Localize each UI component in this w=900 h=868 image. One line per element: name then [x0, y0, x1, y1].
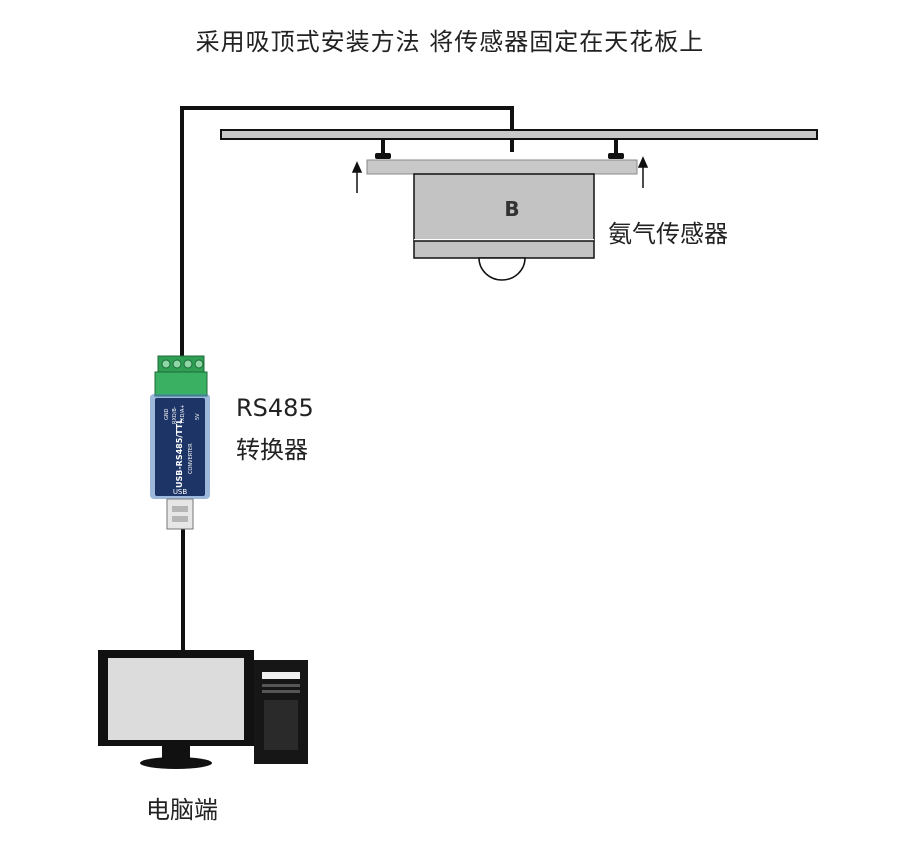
mounting-bracket [366, 159, 638, 175]
converter-body-text: USB-RS485/TTL [175, 419, 184, 488]
rs485-converter: USB-RS485/TTL CONVERTER GND RXD/B- TXD/A… [150, 355, 210, 530]
converter-pin-label: TXD/A+ [180, 404, 186, 425]
pc-tower [254, 660, 308, 764]
converter-port-label: USB [173, 488, 188, 496]
converter-pin-label: 5V [195, 413, 201, 420]
converter-pin-label: RXD/B- [172, 406, 178, 424]
arrow-up-icon [637, 156, 649, 188]
usb-plug [166, 498, 194, 530]
sensor-badge: B [504, 197, 519, 221]
mounting-screw-right [608, 139, 624, 159]
arrow-up-icon [351, 161, 363, 193]
converter-label-line2: 转换器 [236, 436, 308, 464]
page-title: 采用吸顶式安装方法 将传感器固定在天花板上 [195, 28, 705, 56]
computer-label: 电脑端 [146, 796, 218, 824]
monitor [98, 650, 254, 769]
sensor-label: 氨气传感器 [608, 220, 728, 248]
mounting-screw-left [375, 139, 391, 159]
converter-label-line1: RS485 [236, 394, 314, 422]
ammonia-sensor [413, 173, 595, 281]
converter-sub-text: CONVERTER [188, 443, 194, 474]
converter-pin-label: GND [164, 408, 170, 420]
terminal-block [154, 355, 208, 397]
converter-pcb [155, 398, 205, 496]
computer [98, 650, 308, 769]
ceiling-board [220, 129, 818, 140]
